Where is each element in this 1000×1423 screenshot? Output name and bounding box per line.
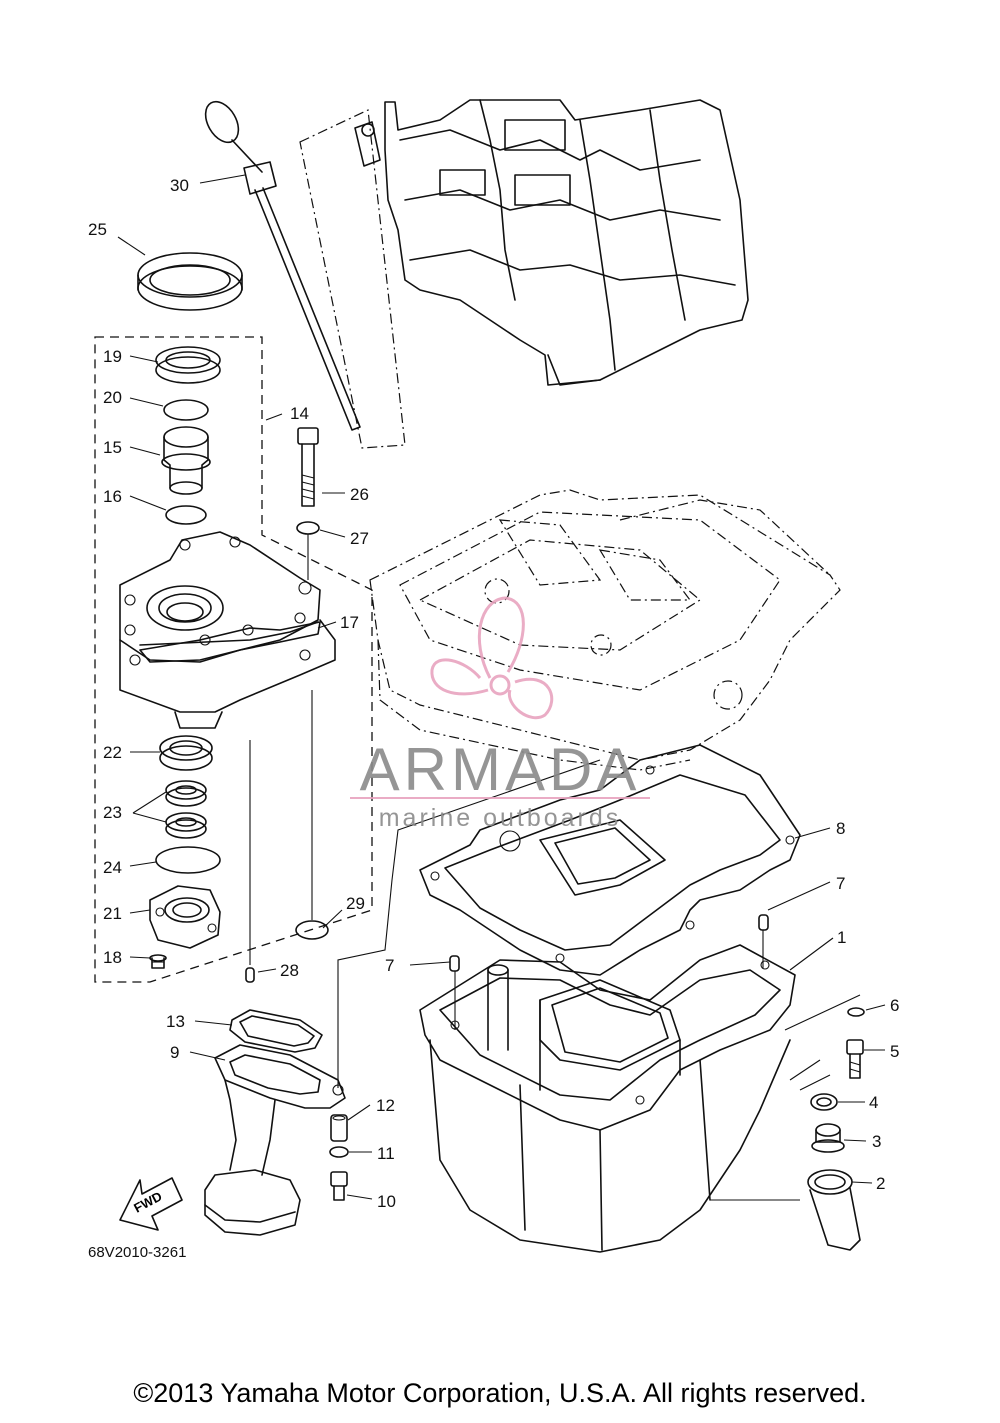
callout-3: 3 bbox=[872, 1132, 881, 1151]
sleeve-15 bbox=[161, 426, 211, 495]
oil-seal-19 bbox=[155, 346, 221, 384]
washer-6 bbox=[847, 1007, 865, 1017]
gasket-8 bbox=[419, 744, 801, 976]
callout-5: 5 bbox=[890, 1042, 899, 1061]
pin-7-right bbox=[758, 914, 769, 931]
watermark-brand: ARMADA bbox=[360, 736, 641, 803]
o-ring-16 bbox=[165, 505, 207, 525]
engine-block-drawing bbox=[299, 99, 749, 449]
leader-strainer bbox=[337, 759, 601, 1088]
callout-10: 10 bbox=[377, 1192, 396, 1211]
washer-11 bbox=[329, 1146, 349, 1158]
callout-7-left: 7 bbox=[385, 956, 394, 975]
callout-19: 19 bbox=[103, 347, 122, 366]
washer-27 bbox=[296, 521, 320, 535]
callout-25: 25 bbox=[88, 220, 107, 239]
callout-12: 12 bbox=[376, 1096, 395, 1115]
callout-labels: 30 25 19 20 14 15 16 26 27 17 22 23 24 2… bbox=[88, 176, 899, 1211]
oil-seal-23 bbox=[165, 780, 207, 839]
callout-14: 14 bbox=[290, 404, 309, 423]
oil-strainer-9 bbox=[204, 1044, 346, 1236]
callout-11: 11 bbox=[377, 1144, 395, 1163]
bolt-5 bbox=[846, 1039, 864, 1079]
cover-21 bbox=[149, 885, 221, 949]
o-ring-24 bbox=[155, 846, 221, 874]
callout-30: 30 bbox=[170, 176, 189, 195]
callout-13: 13 bbox=[166, 1012, 185, 1031]
o-ring-29 bbox=[295, 690, 329, 940]
callout-leaders bbox=[117, 174, 886, 1200]
gasket-13 bbox=[229, 1009, 323, 1053]
gasket-4 bbox=[810, 1093, 838, 1111]
callout-20: 20 bbox=[103, 388, 122, 407]
dipstick bbox=[204, 100, 361, 431]
callout-22: 22 bbox=[103, 743, 122, 762]
diagram-code: 68V2010-3261 bbox=[88, 1244, 186, 1261]
drain-plug-3 bbox=[811, 1123, 845, 1153]
o-ring-20 bbox=[163, 399, 209, 421]
callout-1: 1 bbox=[837, 928, 846, 947]
callout-23: 23 bbox=[103, 803, 122, 822]
oil-pump-housing bbox=[119, 531, 336, 729]
callout-27: 27 bbox=[350, 529, 369, 548]
callout-24: 24 bbox=[103, 858, 122, 877]
copyright-notice: ©2013 Yamaha Motor Corporation, U.S.A. A… bbox=[133, 1378, 867, 1408]
callout-29: 29 bbox=[346, 894, 365, 913]
propeller-logo-icon bbox=[430, 596, 554, 720]
pin-28 bbox=[245, 740, 255, 983]
pin-7-left bbox=[449, 955, 460, 972]
callout-28: 28 bbox=[280, 961, 299, 980]
callout-16: 16 bbox=[103, 487, 122, 506]
callout-2: 2 bbox=[876, 1174, 885, 1193]
callout-4: 4 bbox=[869, 1093, 878, 1112]
assembly-boundary-14 bbox=[94, 336, 373, 983]
oil-pan-1 bbox=[419, 944, 796, 1253]
gasket-17 bbox=[139, 621, 321, 663]
callout-9: 9 bbox=[170, 1043, 179, 1062]
bolt-10 bbox=[330, 1171, 348, 1201]
armada-watermark: ARMADA marine outboards bbox=[350, 596, 650, 832]
callout-18: 18 bbox=[103, 948, 122, 967]
oil-seal-22 bbox=[159, 735, 213, 771]
callout-15: 15 bbox=[103, 438, 122, 457]
callout-21: 21 bbox=[103, 904, 122, 923]
callout-7-right: 7 bbox=[836, 874, 845, 893]
oil-seal-25 bbox=[137, 252, 243, 311]
watermark-tagline: marine outboards bbox=[379, 804, 622, 832]
callout-6: 6 bbox=[890, 996, 899, 1015]
callout-17: 17 bbox=[340, 613, 359, 632]
bolt-26 bbox=[297, 427, 319, 507]
bolt-18 bbox=[149, 954, 167, 969]
bolt-12 bbox=[330, 1114, 348, 1142]
forward-arrow-icon: FWD bbox=[119, 1177, 183, 1231]
callout-8: 8 bbox=[836, 819, 845, 838]
exhaust-guide-outline bbox=[369, 489, 841, 771]
callout-26: 26 bbox=[350, 485, 369, 504]
